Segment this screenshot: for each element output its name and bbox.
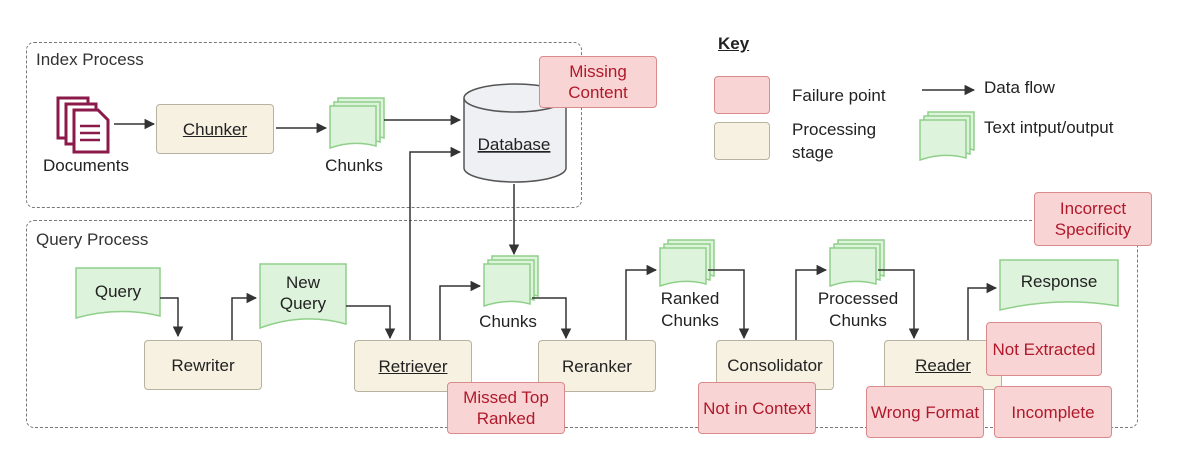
consolidator-label: Consolidator bbox=[727, 355, 823, 375]
ranked-chunks-stack-icon bbox=[659, 239, 715, 288]
arrow-consolidator-to-processed bbox=[795, 264, 828, 340]
arrow-processed-to-reader bbox=[878, 269, 920, 340]
response-doc-shape bbox=[999, 259, 1119, 311]
key-stage-swatch bbox=[714, 122, 770, 160]
arrow-reranker-to-ranked bbox=[625, 264, 658, 340]
query-process-region bbox=[26, 220, 1138, 428]
arrow-query-to-rewriter bbox=[160, 297, 184, 338]
documents-icon bbox=[56, 96, 110, 154]
key-title: Key bbox=[718, 34, 750, 53]
key-text-io-icon bbox=[919, 111, 975, 162]
query-label: Query bbox=[94, 282, 142, 301]
query-process-title: Query Process bbox=[36, 230, 149, 249]
ranked-chunks-label: Ranked Chunks bbox=[660, 289, 720, 330]
chunker-label: Chunker bbox=[182, 119, 248, 139]
wrong-format-failure: Wrong Format bbox=[866, 386, 984, 438]
query-chunks-stack-icon bbox=[483, 255, 539, 308]
key-failure-label: Failure point bbox=[792, 86, 886, 105]
database-label: Database bbox=[478, 135, 551, 154]
index-chunks-stack-icon bbox=[329, 97, 385, 150]
response-label: Response bbox=[1020, 272, 1098, 291]
retriever-label: Retriever bbox=[378, 356, 448, 376]
missing-content-failure: Missing Content bbox=[539, 56, 657, 108]
arrow-reader-to-response bbox=[967, 282, 998, 340]
reader-stage: Reader bbox=[884, 340, 1002, 390]
arrow-ranked-to-consolidator bbox=[708, 269, 750, 340]
query-chunks-label: Chunks bbox=[479, 312, 537, 331]
processed-chunks-label: Processed Chunks bbox=[817, 289, 899, 330]
index-process-title: Index Process bbox=[36, 50, 144, 69]
index-chunks-label: Chunks bbox=[325, 156, 383, 175]
chunker-stage: Chunker bbox=[156, 104, 274, 154]
rewriter-stage: Rewriter bbox=[144, 340, 262, 390]
key-data-flow-label: Data flow bbox=[984, 78, 1055, 97]
arrow-chunks-to-reranker bbox=[532, 297, 572, 340]
new-query-label: New Query bbox=[279, 273, 327, 313]
key-failure-swatch bbox=[714, 76, 770, 114]
incorrect-specificity-failure: Incorrect Specificity bbox=[1034, 192, 1152, 246]
not-extracted-failure: Not Extracted bbox=[986, 322, 1102, 376]
incomplete-failure: Incomplete bbox=[994, 386, 1112, 438]
rewriter-label: Rewriter bbox=[171, 355, 235, 375]
not-in-context-failure: Not in Context bbox=[698, 382, 816, 434]
consolidator-stage: Consolidator bbox=[716, 340, 834, 390]
reranker-label: Reranker bbox=[562, 356, 632, 376]
arrow-retriever-to-database bbox=[409, 146, 462, 340]
missed-top-ranked-failure: Missed Top Ranked bbox=[447, 382, 565, 434]
arrow-retriever-to-chunks bbox=[439, 280, 482, 340]
query-doc-shape bbox=[75, 267, 161, 319]
reader-label: Reader bbox=[915, 355, 971, 375]
index-process-region bbox=[26, 42, 582, 208]
arrow-rewriter-to-newquery bbox=[231, 292, 258, 340]
key-text-io-label: Text intput/output bbox=[984, 118, 1114, 137]
processed-chunks-stack-icon bbox=[829, 239, 885, 288]
documents-label: Documents bbox=[43, 156, 129, 175]
key-stage-label: Processing stage bbox=[792, 120, 877, 162]
new-query-doc-shape bbox=[259, 263, 347, 330]
arrow-newquery-to-retriever bbox=[346, 305, 396, 340]
